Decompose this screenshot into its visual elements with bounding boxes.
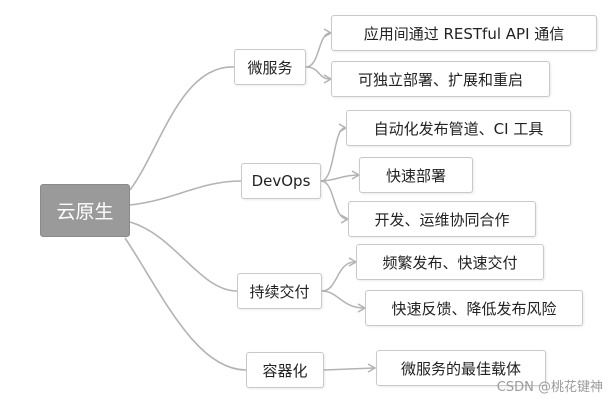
watermark-text: CSDN @桃花键神 <box>496 380 603 395</box>
edge-delivery-child-2 <box>321 290 365 309</box>
branch-node-continuous-delivery: 持续交付 <box>237 273 322 309</box>
edge-devops-child-2 <box>320 174 359 182</box>
edge-containerization-child-1-arrow <box>367 363 377 373</box>
edge-containerization-child-1 <box>323 367 375 371</box>
leaf-node-dev-ops-collaboration: 开发、运维协同合作 <box>348 201 536 237</box>
branch-node-containerization: 容器化 <box>246 352 324 388</box>
leaf-node-frequent-release: 频繁发布、快速交付 <box>356 244 544 280</box>
edge-root-devops <box>129 180 242 206</box>
root-node: 云原生 <box>40 184 130 237</box>
leaf-node-fast-feedback: 快速反馈、降低发布风险 <box>365 290 583 326</box>
edge-root-microservices <box>129 66 235 191</box>
edge-devops-child-1 <box>320 127 346 182</box>
leaf-node-fast-deploy: 快速部署 <box>359 157 473 193</box>
leaf-node-independent-deploy: 可独立部署、扩展和重启 <box>331 61 550 97</box>
branch-node-microservices: 微服务 <box>234 49 306 85</box>
edge-devops-child-3 <box>320 180 348 220</box>
edge-microservices-child-2 <box>305 66 331 80</box>
edge-root-containerization <box>124 237 247 371</box>
branch-node-devops: DevOps <box>241 163 321 199</box>
leaf-node-best-carrier: 微服务的最佳载体 <box>376 350 546 386</box>
edge-delivery-child-1 <box>321 261 356 292</box>
leaf-node-restful-communication: 应用间通过 RESTful API 通信 <box>331 15 597 51</box>
leaf-node-automated-pipeline: 自动化发布管道、CI 工具 <box>346 110 571 146</box>
edge-root-continuous-delivery <box>129 221 238 292</box>
edge-microservices-child-1 <box>305 32 331 68</box>
